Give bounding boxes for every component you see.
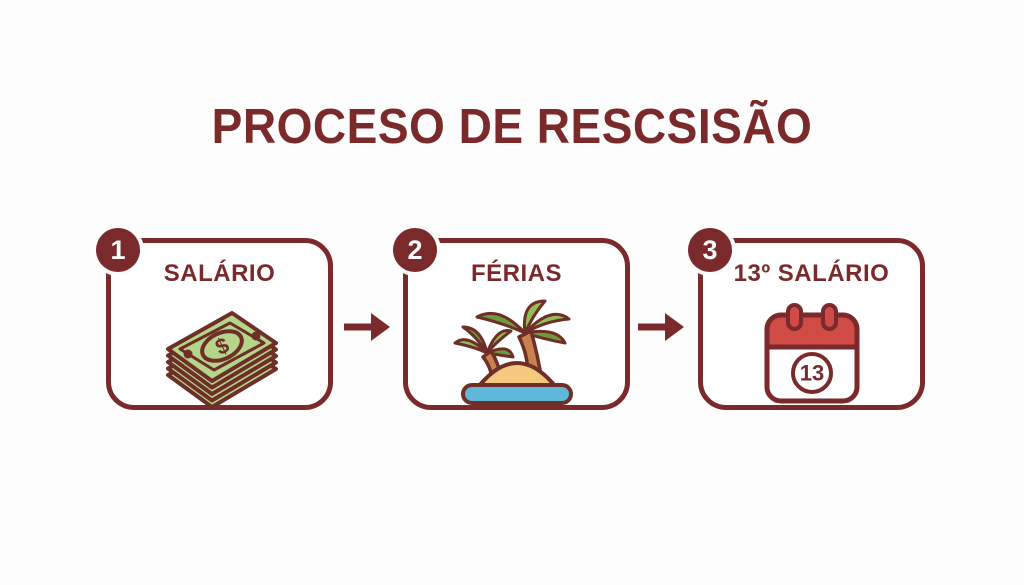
step-1-label: SALÁRIO bbox=[163, 260, 276, 287]
money-stack-icon: $ bbox=[150, 299, 290, 409]
step-2-number: 2 bbox=[407, 234, 423, 265]
step-1-number: 1 bbox=[110, 234, 126, 265]
step-3-number-badge: 3 bbox=[688, 228, 732, 272]
calendar-13-icon: 13 bbox=[742, 299, 882, 409]
step-card-ferias: 2 FÉRIAS bbox=[393, 228, 630, 410]
step-3-number: 3 bbox=[702, 234, 718, 265]
calendar-day-number: 13 bbox=[799, 361, 823, 386]
arrow-right-icon bbox=[340, 305, 392, 349]
page-title: PROCESO DE RESCSISÃO bbox=[211, 99, 813, 154]
step-card-salario: 1 SALÁRIO $ bbox=[96, 228, 333, 410]
step-1-number-badge: 1 bbox=[96, 228, 140, 272]
step-3-label: 13º SALÁRIO bbox=[733, 260, 890, 287]
arrow-right-icon bbox=[634, 305, 686, 349]
step-2-number-badge: 2 bbox=[393, 228, 437, 272]
step-2-label: FÉRIAS bbox=[470, 260, 562, 287]
palm-island-icon bbox=[447, 299, 587, 409]
step-card-13-salario: 3 13º SALÁRIO 13 bbox=[688, 228, 925, 410]
